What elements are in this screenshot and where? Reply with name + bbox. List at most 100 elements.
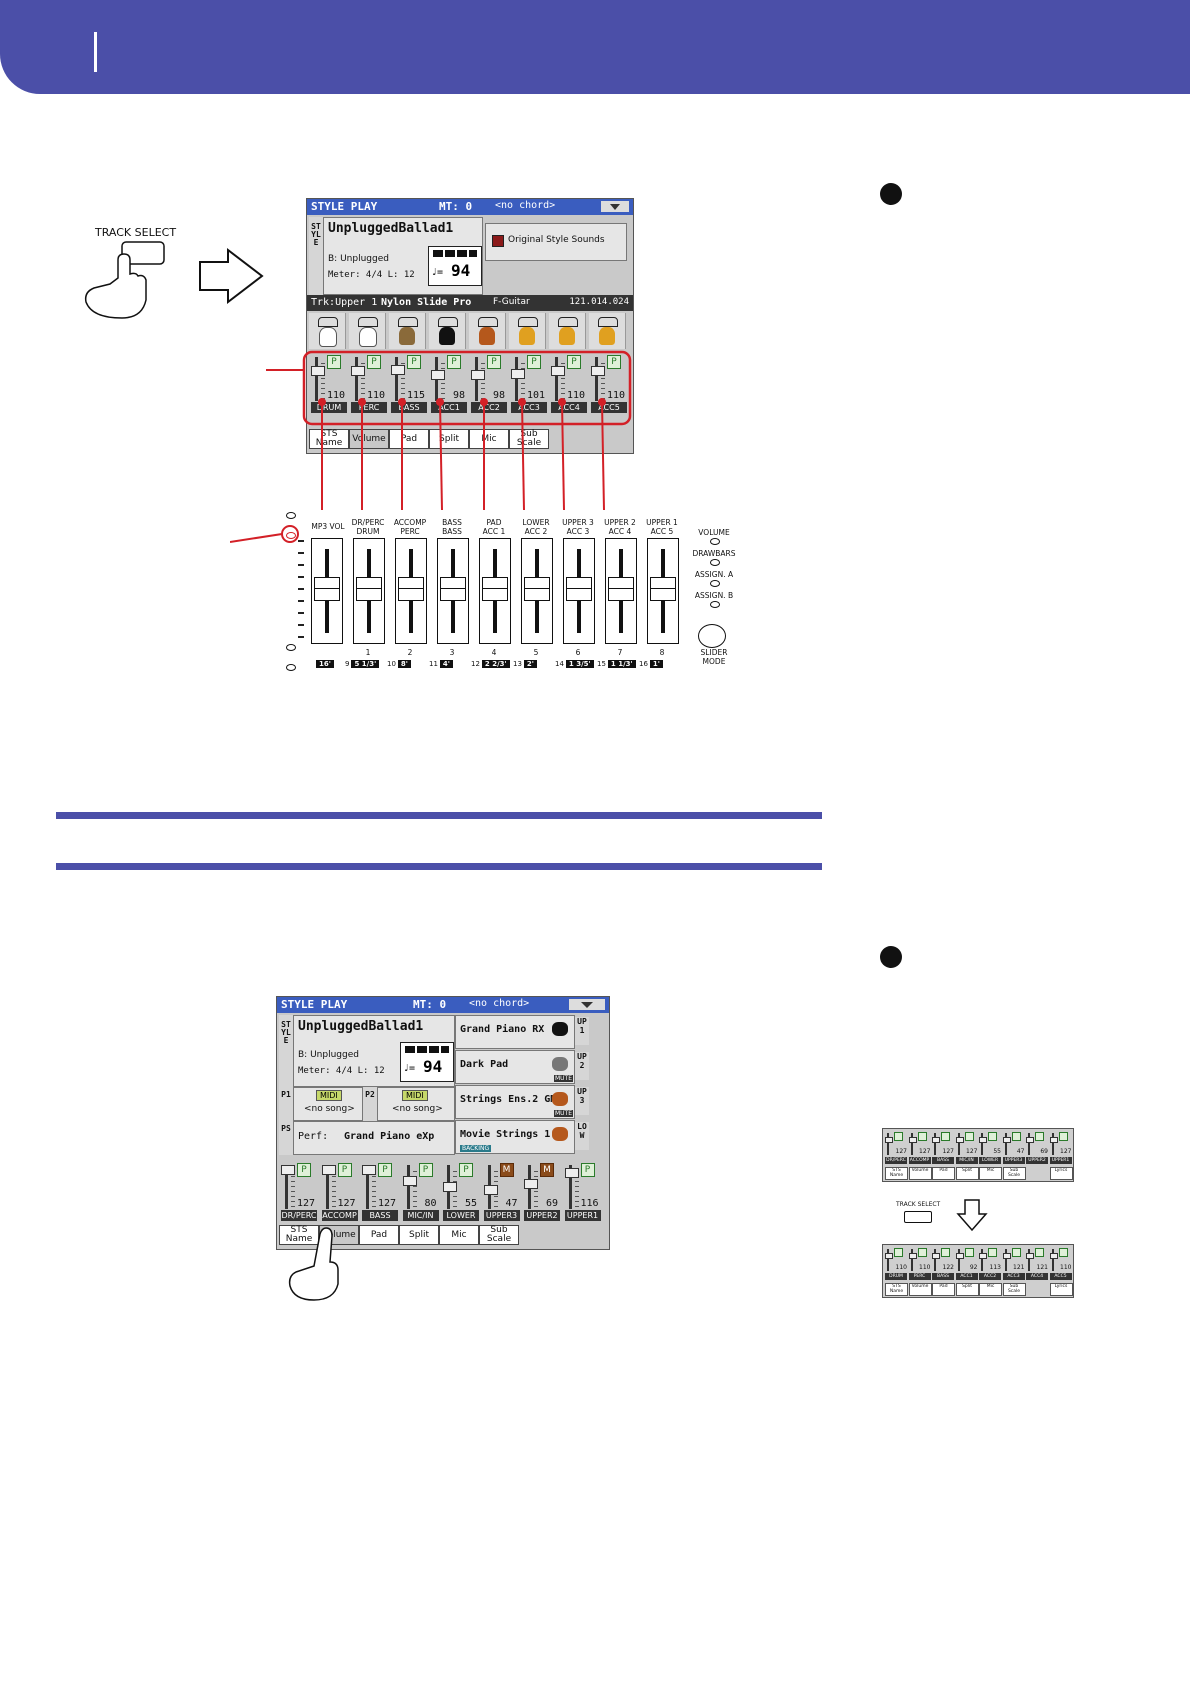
- keyboard-sound-panel[interactable]: Grand Piano RX: [455, 1015, 575, 1049]
- play-indicator[interactable]: P: [327, 355, 341, 369]
- volume-slider[interactable]: [521, 538, 553, 644]
- fader-knob[interactable]: [443, 1182, 457, 1192]
- tab-mic[interactable]: Mic: [439, 1225, 479, 1245]
- volume-slider[interactable]: [605, 538, 637, 644]
- slider-number: 5: [533, 648, 539, 657]
- fader-scale: [331, 1171, 336, 1207]
- volume-slider[interactable]: [479, 538, 511, 644]
- tab-sts-name[interactable]: STS Name: [309, 429, 349, 449]
- play-indicator[interactable]: P: [297, 1163, 311, 1177]
- drum-icon[interactable]: [309, 313, 346, 349]
- drum-kit-icon[interactable]: [349, 313, 386, 349]
- tempo-box[interactable]: ♩= 94: [428, 246, 482, 286]
- sts-panel[interactable]: Original Style Sounds: [485, 223, 627, 261]
- guitar-icon[interactable]: [509, 313, 546, 349]
- menu-button[interactable]: [569, 999, 605, 1010]
- play-indicator[interactable]: P: [527, 355, 541, 369]
- fader-knob[interactable]: [351, 366, 365, 377]
- tab-split[interactable]: Split: [399, 1225, 439, 1245]
- tab-mic[interactable]: Mic: [469, 429, 509, 449]
- sts-checkbox[interactable]: [492, 235, 504, 247]
- menu-button[interactable]: [601, 201, 629, 212]
- guitar-icon[interactable]: [589, 313, 626, 349]
- fader-knob[interactable]: [362, 1164, 376, 1175]
- tab-pad[interactable]: Pad: [359, 1225, 399, 1245]
- play-indicator[interactable]: P: [337, 1163, 352, 1177]
- play-indicator[interactable]: P: [487, 355, 501, 369]
- tab-volume[interactable]: Volume: [349, 429, 389, 449]
- style-info-panel[interactable]: UnpluggedBallad1 B: Unplugged Meter: 4/4…: [323, 217, 483, 295]
- fader-knob[interactable]: [311, 366, 325, 377]
- volume-slider[interactable]: [353, 538, 385, 644]
- footage-value: 1': [649, 660, 663, 668]
- volume-slider[interactable]: [437, 538, 469, 644]
- tempo-box[interactable]: ♩= 94: [400, 1042, 454, 1082]
- tab-split[interactable]: Split: [429, 429, 469, 449]
- mini-tab: Mic: [979, 1283, 1002, 1296]
- play-indicator[interactable]: P: [407, 355, 421, 369]
- fader-knob[interactable]: [524, 1178, 538, 1189]
- bass-guitar-icon[interactable]: [389, 313, 426, 349]
- tab-sub-scale[interactable]: Sub Scale: [509, 429, 549, 449]
- fader-knob[interactable]: [321, 1164, 336, 1175]
- fader-knob[interactable]: [391, 364, 405, 375]
- play-indicator[interactable]: P: [607, 355, 621, 369]
- piano-icon[interactable]: [429, 313, 466, 349]
- play-indicator[interactable]: P: [580, 1163, 595, 1177]
- mute-indicator[interactable]: M: [540, 1163, 554, 1177]
- tab-sts-name[interactable]: STS Name: [279, 1225, 319, 1245]
- fader-knob[interactable]: [402, 1176, 417, 1187]
- guitar-icon[interactable]: [549, 313, 586, 349]
- fader-track: [325, 1165, 329, 1209]
- fader-knob[interactable]: [431, 370, 445, 381]
- style-info-panel[interactable]: UnpluggedBallad1 B: Unplugged Meter: 4/4…: [293, 1015, 455, 1087]
- volume-slider[interactable]: [647, 538, 679, 644]
- fader-knob[interactable]: [483, 1185, 498, 1196]
- play-indicator[interactable]: P: [459, 1163, 473, 1177]
- mute-indicator[interactable]: M: [499, 1163, 514, 1177]
- tab-pad[interactable]: Pad: [389, 429, 429, 449]
- slider-mode-button[interactable]: [698, 624, 726, 648]
- volume-slider[interactable]: [563, 538, 595, 644]
- play-indicator[interactable]: P: [567, 355, 581, 369]
- volume-slider[interactable]: [395, 538, 427, 644]
- performance-panel[interactable]: Perf: Grand Piano eXp: [293, 1121, 455, 1155]
- player2-panel[interactable]: MIDI <no song>: [377, 1087, 455, 1121]
- channel-name: UPPER2: [524, 1210, 560, 1221]
- fader-knob[interactable]: [471, 370, 485, 381]
- mini-channel-value: 121: [1013, 1264, 1025, 1271]
- fader-knob[interactable]: [511, 369, 525, 380]
- play-indicator[interactable]: P: [367, 355, 381, 369]
- fader-knob[interactable]: [591, 366, 605, 377]
- fader-knob[interactable]: [564, 1167, 579, 1178]
- connector-dot: [598, 398, 606, 406]
- play-indicator[interactable]: P: [447, 355, 461, 369]
- mp3-volume-slider[interactable]: [311, 538, 343, 644]
- play-indicator[interactable]: P: [378, 1163, 392, 1177]
- violin-icon[interactable]: [469, 313, 506, 349]
- tab-sub-scale[interactable]: Sub Scale: [479, 1225, 519, 1245]
- fader-knob[interactable]: [551, 366, 565, 377]
- fader-knob[interactable]: [281, 1164, 295, 1175]
- play-indicator[interactable]: P: [418, 1163, 433, 1177]
- player1-panel[interactable]: MIDI <no song>: [293, 1087, 363, 1121]
